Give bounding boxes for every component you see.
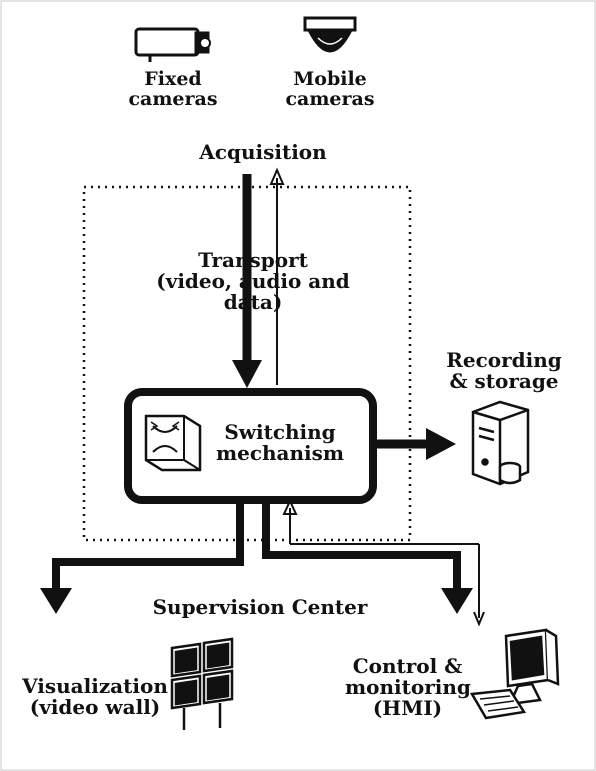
dome-camera-icon [303,16,357,53]
recording-label: Recording & storage [446,348,562,393]
hmi-return-line [282,498,485,627]
transport-label: Transport (video, audio and data) [156,248,350,314]
fixed-camera-icon [134,27,211,62]
fixed-cameras-label: Fixed cameras [128,68,218,110]
switch-icon [144,414,202,472]
server-tower-icon [471,400,530,486]
supervision-center-label: Supervision Center [152,595,368,619]
mobile-cameras-label: Mobile cameras [285,68,375,110]
visualization-label: Visualization (video wall) [22,674,168,719]
video-wall-icon [170,637,234,730]
control-monitoring-label: Control & monitoring (HMI) [345,654,471,720]
acquisition-label: Acquisition [199,140,327,164]
workstation-icon [469,628,560,720]
switching-label: Switching mechanism [215,420,345,465]
